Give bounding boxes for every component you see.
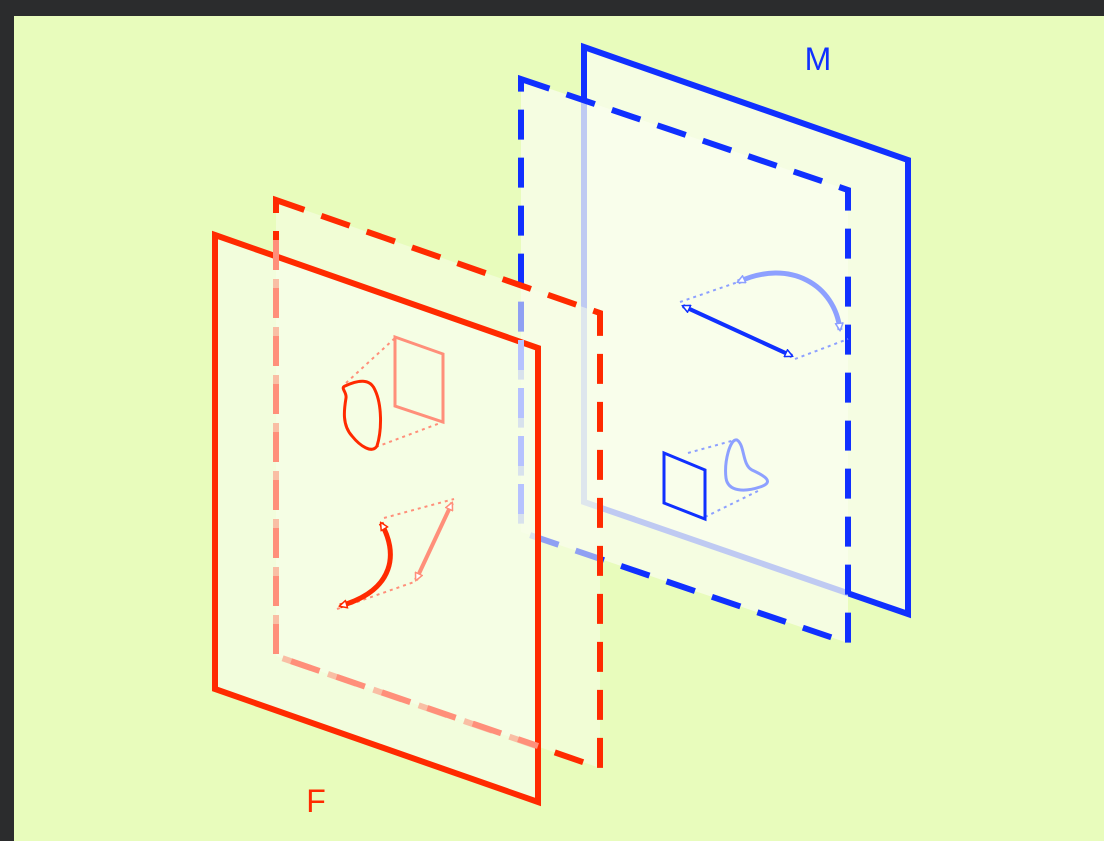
shape-outline-icon (341, 379, 382, 451)
fixed-plane-label: F (306, 783, 326, 819)
rectangle-icon (393, 334, 445, 425)
rectangle-icon (662, 450, 707, 522)
moving-plane-content (662, 270, 849, 522)
straight-double-arrow-icon (683, 304, 792, 358)
curved-double-arrow-icon (738, 270, 840, 330)
fixed-plane-dashed-overlay (273, 240, 539, 749)
shape-outline-icon (724, 438, 769, 492)
moving-plane-label: M (805, 41, 832, 77)
curved-double-arrow-icon (340, 523, 393, 606)
fixed-plane-content (336, 334, 455, 610)
straight-double-arrow-icon (414, 503, 454, 580)
